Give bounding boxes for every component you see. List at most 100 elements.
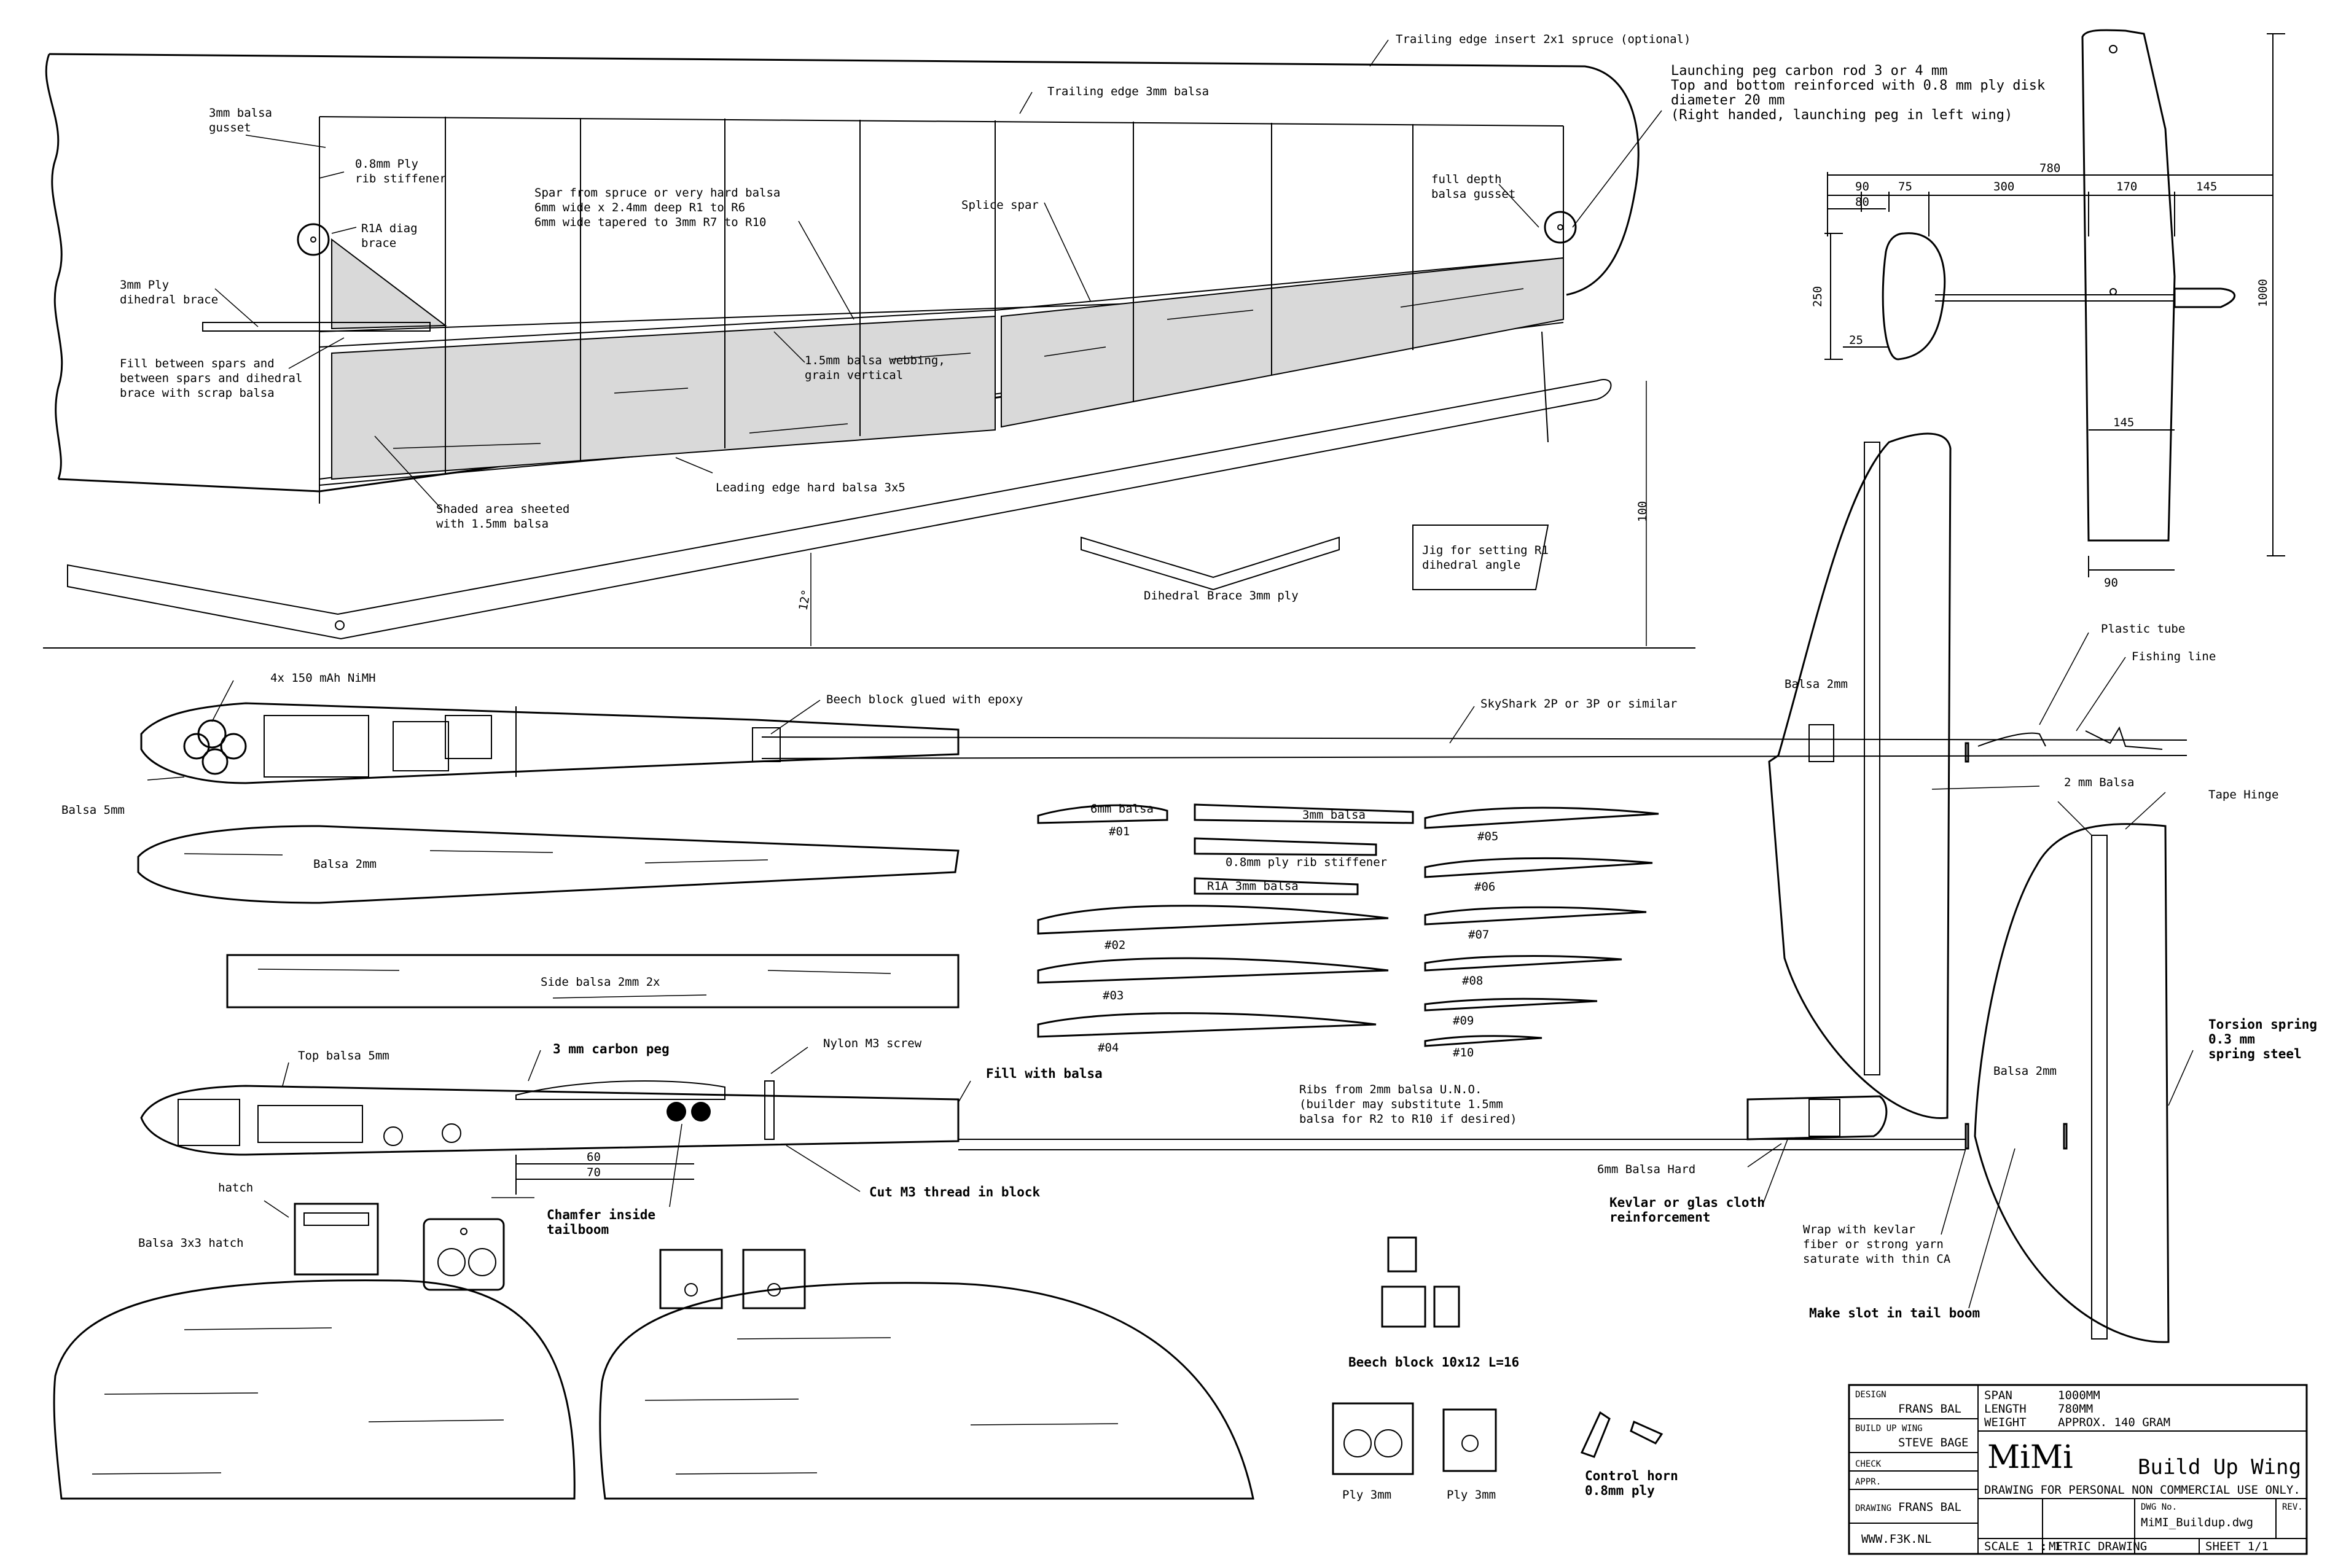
fill-balsa-label: Fill with balsa xyxy=(986,1066,1103,1081)
rib-04-label: #04 xyxy=(1098,1041,1119,1055)
dim-100-label: 100 xyxy=(1636,501,1649,522)
dim-overall-label: 780 xyxy=(2039,162,2060,175)
beech-block-label: Beech block 10x12 L=16 xyxy=(1348,1355,1519,1370)
rib-05-label: #05 xyxy=(1477,830,1498,843)
rib-10-label: #10 xyxy=(1453,1046,1474,1059)
side-balsa-label: Side balsa 2mm 2x xyxy=(541,975,660,989)
balsa-hatch-label: Balsa 3x3 hatch xyxy=(138,1236,244,1250)
dim-145-label: 145 xyxy=(2196,180,2217,193)
webbing-label: 1.5mm balsa webbing,grain vertical xyxy=(805,354,945,382)
rib-02-label: #02 xyxy=(1104,938,1125,952)
rib-08-label: #08 xyxy=(1462,974,1483,988)
balsa2-stab-label: 2 mm Balsa xyxy=(2064,776,2134,789)
length-caption: LENGTH xyxy=(1984,1402,2027,1416)
model-name: MiMi xyxy=(1987,1439,2073,1476)
span-value: 1000MM xyxy=(2058,1389,2100,1402)
tape-hinge-label: Tape Hinge xyxy=(2208,788,2278,802)
rib-01-material-label: 6mm balsa xyxy=(1090,802,1154,816)
balsa2mm-stab-label: Balsa 2mm xyxy=(1993,1064,2057,1078)
battery-label: 4x 150 mAh NiMH xyxy=(270,671,376,685)
dim-145b-label: 145 xyxy=(2113,416,2134,429)
design-caption: DESIGN xyxy=(1855,1390,1886,1400)
buildup-value: STEVE BAGE xyxy=(1898,1436,1968,1449)
dim-170-label: 170 xyxy=(2116,180,2137,193)
length-value: 780MM xyxy=(2058,1402,2093,1416)
splice-spar-label: Splice spar xyxy=(961,198,1039,212)
ribs-note-label: Ribs from 2mm balsa U.N.O.(builder may s… xyxy=(1299,1083,1517,1126)
rev-caption: REV. xyxy=(2282,1502,2303,1512)
check-caption: CHECK xyxy=(1855,1459,1882,1469)
dim-60-label: 60 xyxy=(587,1150,601,1164)
dim-70-label: 70 xyxy=(587,1166,601,1179)
wing-plan: Trailing edge insert 2x1 spruce (optiona… xyxy=(43,33,2045,649)
fishing-line-label: Fishing line xyxy=(2132,650,2216,663)
rib-03-label: #03 xyxy=(1103,989,1124,1002)
blocks-and-horns: Beech block 10x12 L=16 Ply 3mm Ply 3mm C… xyxy=(1332,1236,1678,1502)
dim-90b-label: 90 xyxy=(2104,576,2118,590)
beech-glued-label: Beech block glued with epoxy xyxy=(826,693,1023,706)
rib-07-label: #07 xyxy=(1468,928,1489,942)
drawing-value: FRANS BAL xyxy=(1898,1500,1961,1514)
trailing-edge-label: Trailing edge 3mm balsa xyxy=(1047,85,1209,98)
span-caption: SPAN xyxy=(1984,1389,2012,1402)
three-view: 780 90 80 75 300 170 145 250 25 1000 145… xyxy=(1811,29,2285,590)
dwg-value: MiMI_Buildup.dwg xyxy=(2141,1516,2253,1529)
weight-value: APPROX. 140 GRAM xyxy=(2058,1416,2170,1429)
cut-m3-label: Cut M3 thread in block xyxy=(869,1185,1041,1199)
top-balsa-label: Top balsa 5mm xyxy=(298,1049,389,1063)
make-slot-label: Make slot in tail boom xyxy=(1809,1306,1980,1320)
ply1-label: Ply 3mm xyxy=(1342,1488,1391,1502)
buildup-caption: BUILD UP WING xyxy=(1855,1424,1923,1433)
ply2-label: Ply 3mm xyxy=(1447,1488,1496,1502)
plastic-tube-label: Plastic tube xyxy=(2101,622,2185,636)
usage-note: DRAWING FOR PERSONAL NON COMMERCIAL USE … xyxy=(1984,1483,2301,1497)
dihedral-brace-label: Dihedral Brace 3mm ply xyxy=(1144,589,1299,603)
dim-1000-label: 1000 xyxy=(2256,279,2270,307)
site-value: WWW.F3K.NL xyxy=(1861,1532,1931,1546)
side-outline-label: Balsa 2mm xyxy=(313,857,377,871)
ply-stiffener-label: 0.8mm ply rib stiffener xyxy=(1226,856,1387,869)
dim-250-label: 250 xyxy=(1811,286,1824,307)
dim-80-label: 80 xyxy=(1855,195,1869,209)
design-value: FRANS BAL xyxy=(1898,1402,1961,1416)
fuselage-parts: Balsa 2mm Side balsa 2mm 2x xyxy=(137,825,960,1008)
dim-25-label: 25 xyxy=(1849,333,1863,347)
rib-set: 6mm balsa #01 3mm balsa 0.8mm ply rib st… xyxy=(1037,802,1659,1126)
rib-01-label: #01 xyxy=(1109,825,1130,838)
sheet-value: SHEET 1/1 xyxy=(2205,1540,2269,1553)
te-insert-label: Trailing edge insert 2x1 spruce (optiona… xyxy=(1396,33,1691,46)
rib-3mm-label: 3mm balsa xyxy=(1302,808,1366,822)
appr-caption: APPR. xyxy=(1855,1477,1881,1487)
carbon-peg-label: 3 mm carbon peg xyxy=(553,1042,670,1056)
model-subtitle: Build Up Wing xyxy=(2138,1455,2301,1480)
leading-edge-label: Leading edge hard balsa 3x5 xyxy=(716,481,905,494)
weight-caption: WEIGHT xyxy=(1984,1416,2027,1429)
drawing-caption: DRAWING xyxy=(1855,1504,1891,1513)
balsa5-label: Balsa 5mm xyxy=(61,803,125,817)
skyshark-label: SkyShark 2P or 3P or similar xyxy=(1480,697,1677,711)
dim-75-label: 75 xyxy=(1898,180,1912,193)
title-block: DESIGN FRANS BAL BUILD UP WING STEVE BAG… xyxy=(1848,1384,2308,1555)
scale-value: SCALE 1 : 1 xyxy=(1984,1540,2062,1553)
rib-06-label: #06 xyxy=(1474,880,1495,894)
dim-90-label: 90 xyxy=(1855,180,1869,193)
r1a-label: R1A 3mm balsa xyxy=(1207,880,1299,893)
balsa-hard-label: 6mm Balsa Hard xyxy=(1597,1163,1695,1176)
nylon-label: Nylon M3 screw xyxy=(823,1037,922,1050)
fuselage-side-view: 4x 150 mAh NiMH Beech block glued with e… xyxy=(61,432,2278,1343)
dwg-caption: DWG No. xyxy=(2141,1502,2177,1512)
balsa2-fin-label: Balsa 2mm xyxy=(1785,677,1848,691)
